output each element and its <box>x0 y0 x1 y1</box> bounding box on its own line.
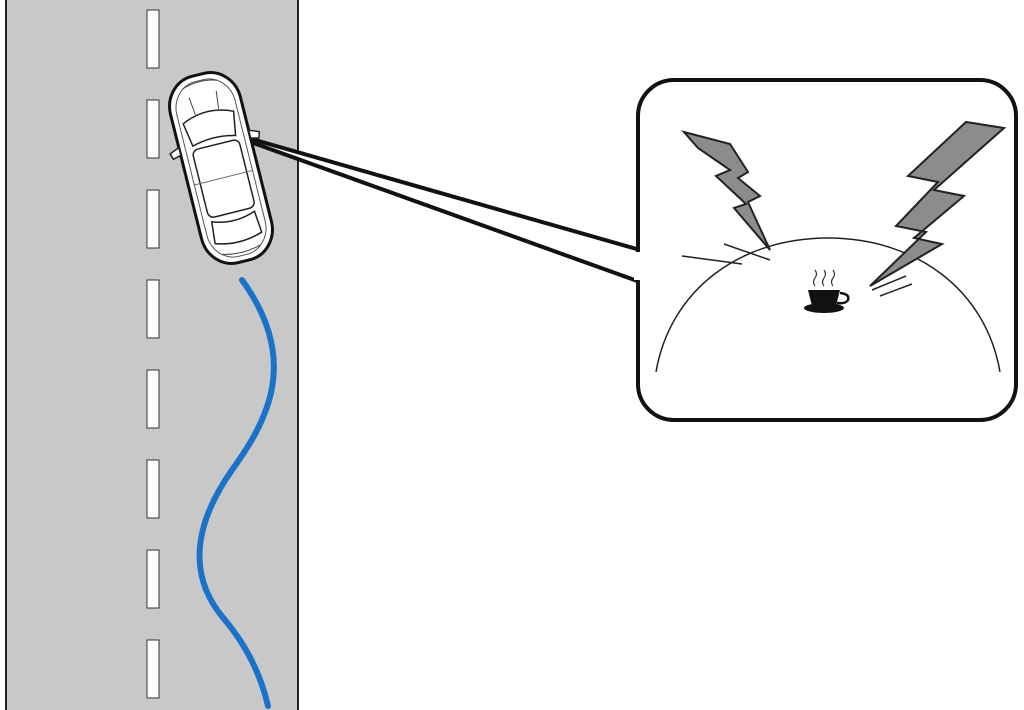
cup-body <box>808 290 840 309</box>
car-roof <box>192 139 255 218</box>
spark-line <box>879 283 913 297</box>
lightning-bolt-icon <box>681 130 771 251</box>
car-side-mirror-right <box>247 129 261 139</box>
lane-dash <box>146 279 160 339</box>
lane-dash <box>146 189 160 249</box>
car-body-inner <box>175 78 267 258</box>
lightning-bolt-icon <box>869 120 1007 287</box>
drift-path <box>196 277 277 709</box>
car-side-mirror-left <box>169 146 182 161</box>
lane-dash <box>146 639 160 699</box>
cup-steam <box>812 269 836 287</box>
spark-line <box>681 255 743 265</box>
car-trunk-lines <box>221 244 261 255</box>
cup-handle <box>836 291 850 305</box>
pointer-join <box>634 252 642 280</box>
lane-markings <box>146 9 160 699</box>
spark-lines <box>681 243 913 297</box>
car-top-view-icon <box>168 71 274 265</box>
coffee-cup-icon <box>804 269 850 313</box>
lane-dash <box>146 9 160 69</box>
car-hood-lines <box>182 79 220 115</box>
car-door-line <box>194 169 253 186</box>
car-windshield <box>182 109 237 148</box>
lane-dash <box>146 549 160 609</box>
lane-dash <box>146 459 160 519</box>
lane-dash <box>146 99 160 159</box>
driver-head-outline <box>655 237 1001 373</box>
pointer-lower-line <box>205 124 641 284</box>
spark-line <box>723 243 771 261</box>
lane-dash <box>146 369 160 429</box>
pointer-upper-line <box>205 124 641 252</box>
car-rear-window <box>210 210 263 245</box>
bubble-pointer <box>205 124 641 284</box>
spark-line <box>871 275 907 291</box>
